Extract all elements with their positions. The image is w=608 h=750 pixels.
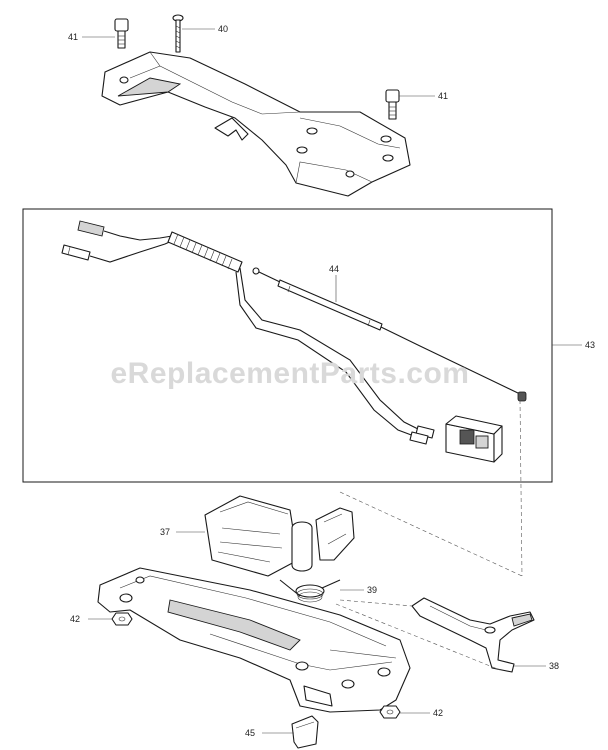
throttle-cable-44[interactable]: [252, 267, 527, 402]
callout-38: 38: [549, 661, 559, 671]
nut-42-right[interactable]: [379, 705, 401, 719]
callout-39: 39: [367, 585, 377, 595]
callout-40: 40: [218, 24, 228, 34]
callout-37: 37: [160, 527, 170, 537]
callout-44: 44: [329, 264, 339, 274]
assembly-frame-43: [22, 208, 553, 483]
alignment-line: [335, 399, 523, 671]
handle-cover-top[interactable]: [101, 51, 411, 197]
callout-45: 45: [245, 728, 255, 738]
watermark: eReplacementParts.com: [111, 357, 470, 390]
callout-41-top-right: 41: [438, 91, 448, 101]
screw-40[interactable]: [172, 14, 184, 53]
spring-39[interactable]: [279, 579, 341, 603]
callout-42-left: 42: [70, 614, 80, 624]
wire-harness[interactable]: [61, 220, 435, 445]
stop-switch[interactable]: [445, 415, 503, 463]
screw-41-top-left[interactable]: [114, 18, 129, 49]
throttle-lever-38[interactable]: [411, 597, 535, 673]
callout-41-top-left: 41: [68, 32, 78, 42]
callout-42-right: 42: [433, 708, 443, 718]
nut-42-left[interactable]: [111, 612, 133, 626]
throttle-trigger-37[interactable]: [204, 495, 355, 577]
lever-cap-45[interactable]: [291, 715, 319, 749]
handle-lower-housing[interactable]: [97, 567, 411, 713]
leader-lines: [82, 28, 582, 734]
callout-43: 43: [585, 340, 595, 350]
screw-41-top-right[interactable]: [385, 89, 400, 120]
